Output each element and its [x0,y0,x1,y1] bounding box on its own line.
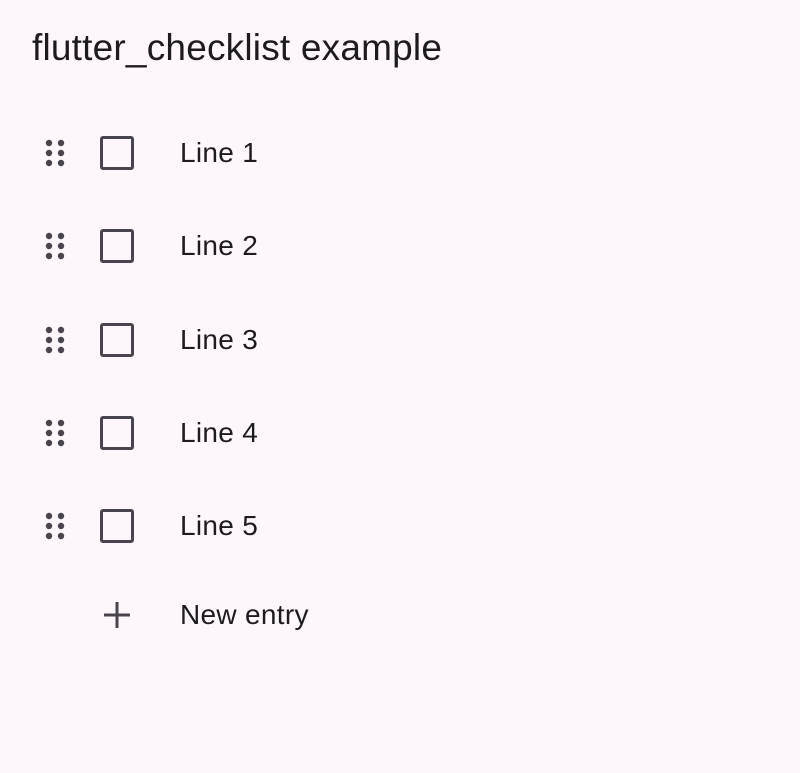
checkbox-unchecked-icon [100,136,134,170]
checkbox[interactable] [100,415,134,450]
checkbox-unchecked-icon [100,322,134,357]
checkbox[interactable] [100,229,134,264]
list-item-label: Line 1 [180,137,259,168]
page-title: flutter_checklist example [32,27,443,68]
drag-indicator-icon[interactable] [40,323,70,357]
checkbox[interactable] [100,509,134,543]
drag-indicator-icon[interactable] [40,136,70,170]
plus-icon [100,598,134,632]
checkbox[interactable] [100,136,134,170]
drag-indicator-icon[interactable] [40,509,70,543]
list-item-label: Line 4 [180,416,259,448]
checkbox-unchecked-icon [100,509,134,543]
drag-indicator-icon[interactable] [40,229,70,263]
drag-indicator-icon[interactable] [40,416,70,450]
checkbox-unchecked-icon [100,229,134,264]
new-entry-label: New entry [180,599,309,630]
new-entry-button[interactable]: New entry [0,580,800,650]
list-item[interactable]: Line 4 [0,386,800,479]
checkbox[interactable] [100,322,134,357]
app-bar: flutter_checklist example [0,0,800,100]
list-item[interactable]: Line 2 [0,199,800,292]
list-item-label: Line 3 [180,323,259,355]
list-item[interactable]: Line 3 [0,293,800,386]
checklist: Line 1 Line 2 Line 3 [0,106,800,572]
list-item-label: Line 2 [180,230,259,262]
list-item[interactable]: Line 1 [0,106,800,199]
list-item[interactable]: Line 5 [0,479,800,572]
list-item-label: Line 5 [180,510,259,541]
checkbox-unchecked-icon [100,415,134,450]
